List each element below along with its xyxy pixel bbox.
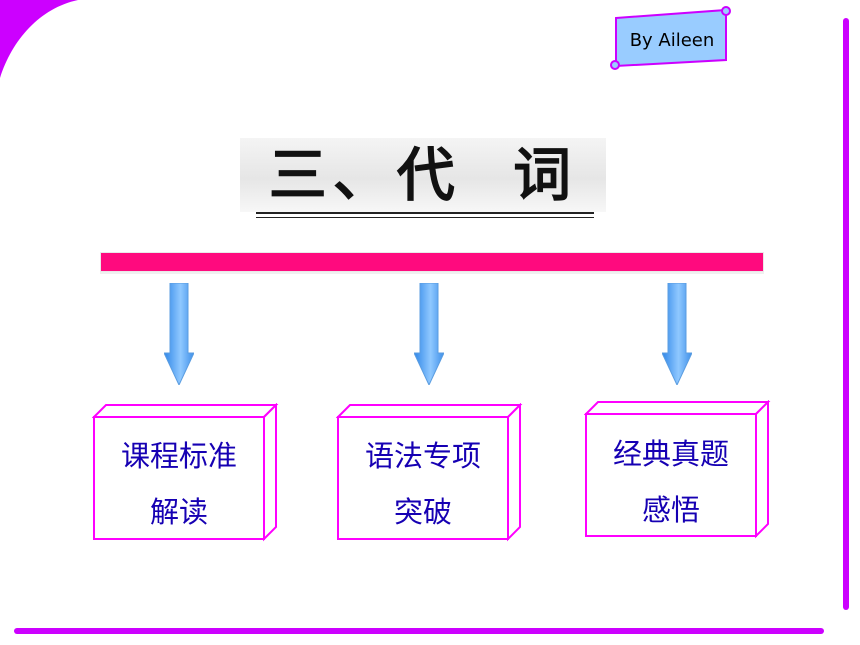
connector-bar [100,252,764,272]
section-label: 经典真题 感悟 [586,426,756,538]
author-label: By Aileen [629,30,715,51]
section-label: 语法专项 突破 [338,428,508,540]
section-title-line: 感悟 [641,493,700,527]
down-arrow-icon [414,283,444,385]
section-box[interactable] [336,403,524,543]
section-box[interactable] [584,400,772,540]
section-box[interactable] [92,403,280,543]
page-title: 三、代 词 [268,141,578,209]
bottom-border-line [14,628,824,634]
section-title-line: 突破 [393,495,452,529]
title-underline [256,212,594,214]
right-border-line [843,18,849,610]
title-banner [240,138,606,212]
section-title-line: 课程标准 [120,439,237,473]
down-arrow-icon [164,283,194,385]
corner-decoration [0,0,78,78]
section-label: 课程标准 解读 [94,428,264,540]
down-arrow-icon [662,283,692,385]
scroll-badge-icon [610,6,731,70]
section-title-line: 解读 [149,495,208,529]
title-underline-thin [256,217,594,218]
section-title-line: 经典真题 [612,437,729,471]
section-title-line: 语法专项 [364,439,481,473]
